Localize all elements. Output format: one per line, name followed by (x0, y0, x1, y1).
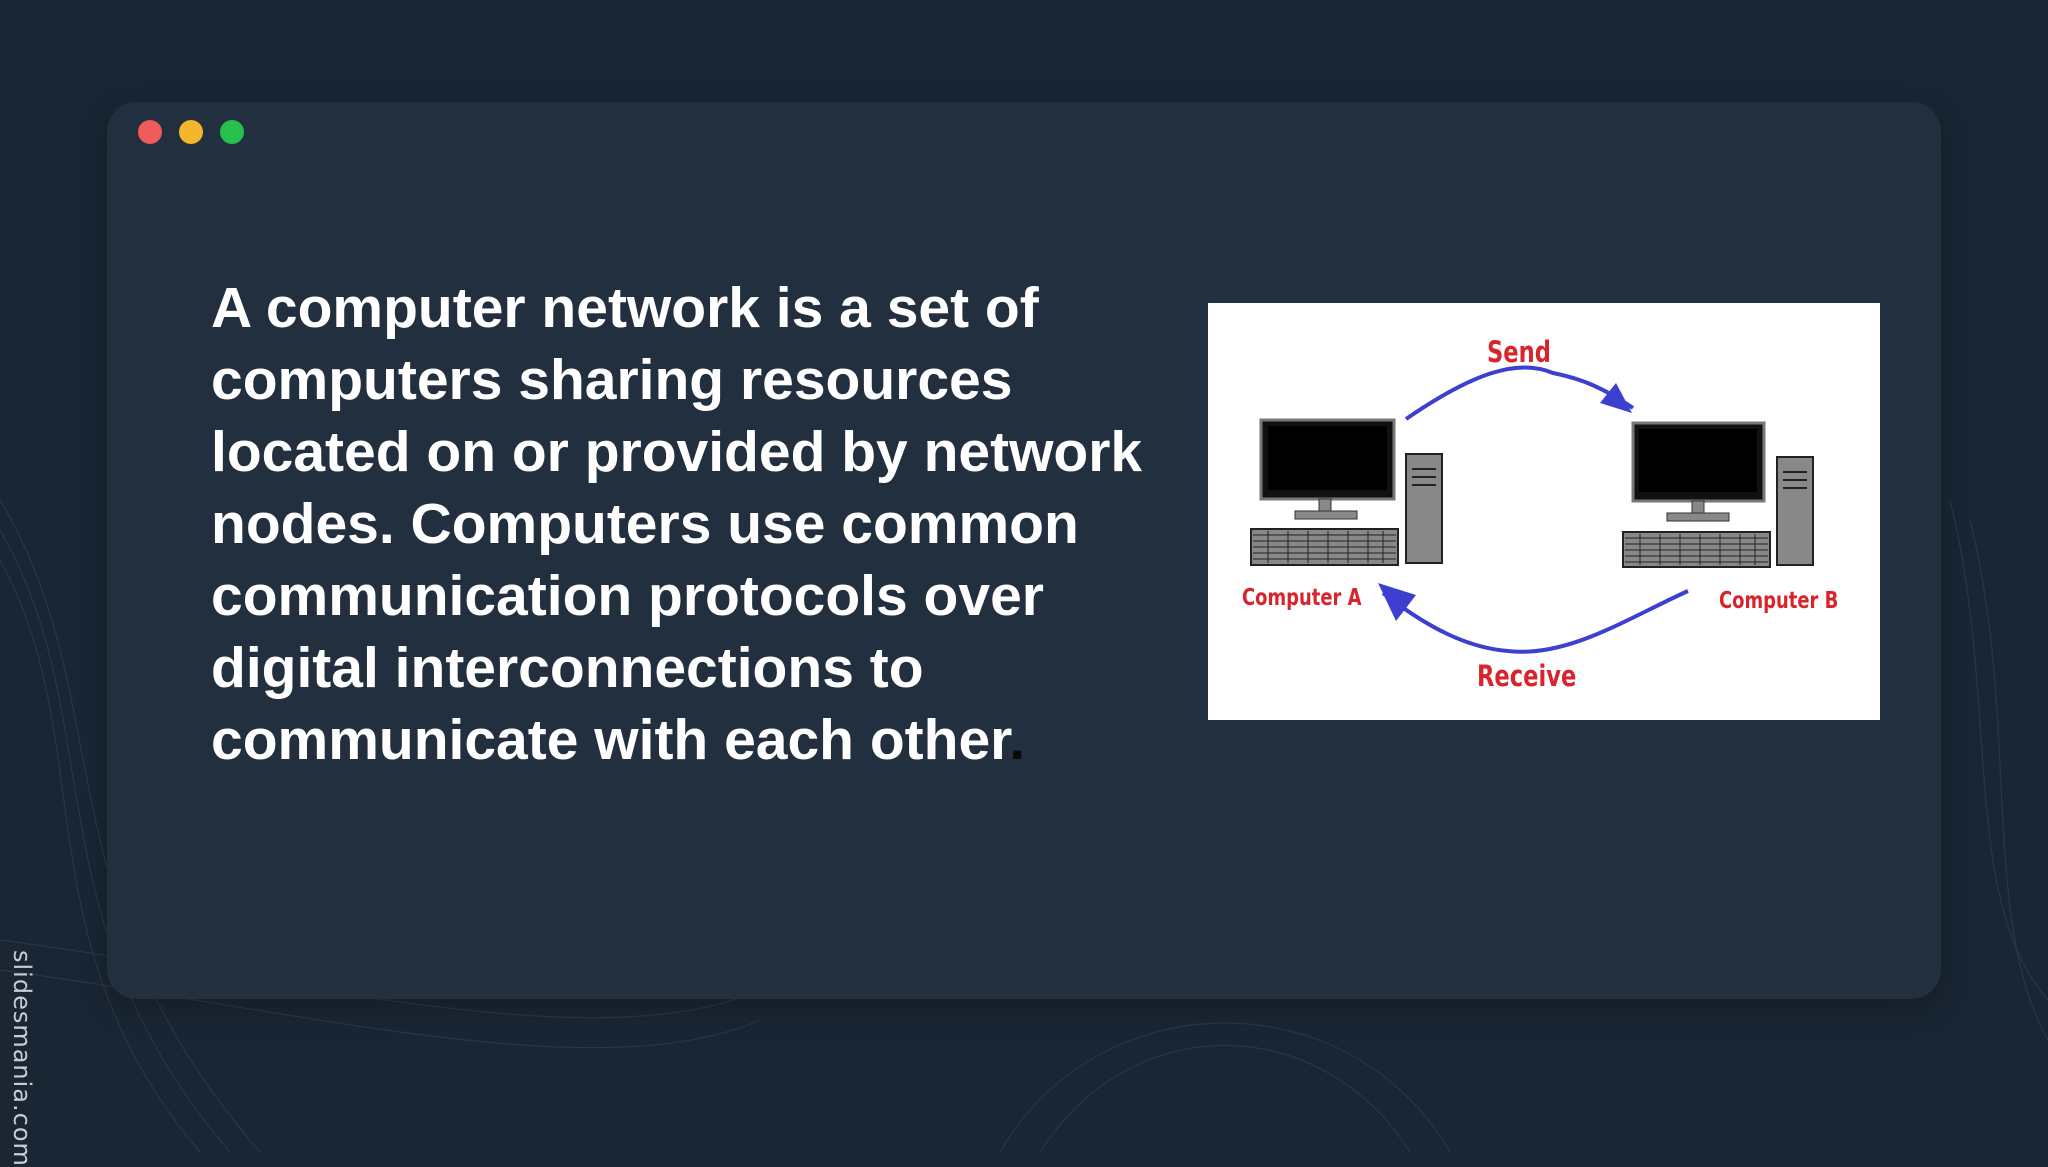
watermark: slidesmania.com (8, 950, 36, 1167)
maximize-dot-icon[interactable] (220, 120, 244, 144)
receive-label: Receive (1477, 659, 1577, 693)
send-arrow (1404, 365, 1635, 421)
network-definition-text: A computer network is a set of computers… (211, 272, 1191, 776)
receive-arrow (1381, 589, 1689, 654)
network-diagram: Send Receive Computer A Computer B (1208, 303, 1880, 720)
close-dot-icon[interactable] (138, 120, 162, 144)
network-definition-body: A computer network is a set of computers… (211, 276, 1143, 772)
computer-b-label: Computer B (1719, 588, 1839, 614)
minimize-dot-icon[interactable] (179, 120, 203, 144)
computer-b-icon (1622, 421, 1814, 568)
send-arrowhead-icon (1600, 383, 1632, 413)
network-definition-end: . (1009, 708, 1026, 772)
receive-arrowhead-icon (1378, 583, 1416, 621)
computer-a-icon (1250, 418, 1443, 566)
send-label: Send (1487, 335, 1551, 369)
computer-a-label: Computer A (1242, 585, 1362, 611)
